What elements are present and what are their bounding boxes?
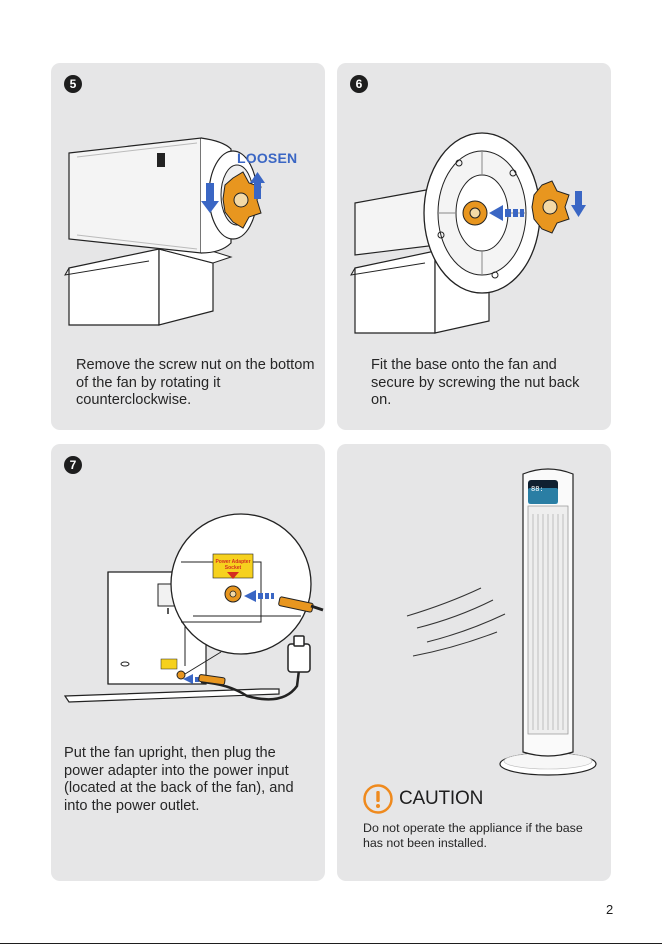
step-number-7: 7 (64, 456, 82, 474)
plug-icon (287, 635, 311, 673)
page-number: 2 (606, 902, 614, 917)
loosen-label: LOOSEN (237, 150, 298, 166)
caution-heading: CAUTION (363, 784, 483, 814)
step-7-panel: 7 (51, 444, 325, 881)
step-7-illustration (63, 513, 324, 703)
svg-text:88:: 88: (531, 485, 544, 493)
footer-rule (0, 943, 662, 944)
screw-nut-icon (531, 180, 570, 234)
screw-nut-icon (222, 171, 262, 229)
insert-arrow-icon (244, 590, 274, 602)
warning-icon (363, 784, 393, 814)
step-5-instructions: Remove the screw nut on the bottom of th… (76, 357, 315, 408)
rotate-arrow-icon (201, 172, 265, 213)
tower-fan-icon: 88: (406, 468, 597, 776)
step-6-panel: 6 (337, 63, 611, 430)
step-5-illustration (64, 137, 265, 326)
step-number-6: 6 (350, 75, 368, 93)
step-5-panel: 5 LOOSEN Remove the screw nut on the bot… (51, 63, 325, 430)
power-adapter-socket-label: Power Adapter Socket (215, 559, 251, 571)
step-7-instructions: Put the fan upright, then plug the power… (64, 745, 294, 814)
rotate-arrow-icon (571, 191, 586, 217)
caution-text: Do not operate the appliance if the base… (363, 821, 583, 850)
step-number-5: 5 (64, 75, 82, 93)
step-6-illustration (350, 132, 586, 334)
step-6-instructions: Fit the base onto the fan and secure by … (371, 357, 580, 408)
caution-panel: 88: CAUTION Do not operate the appliance… (337, 444, 611, 881)
caution-title: CAUTION (399, 788, 484, 809)
insert-arrow-icon (489, 205, 524, 221)
